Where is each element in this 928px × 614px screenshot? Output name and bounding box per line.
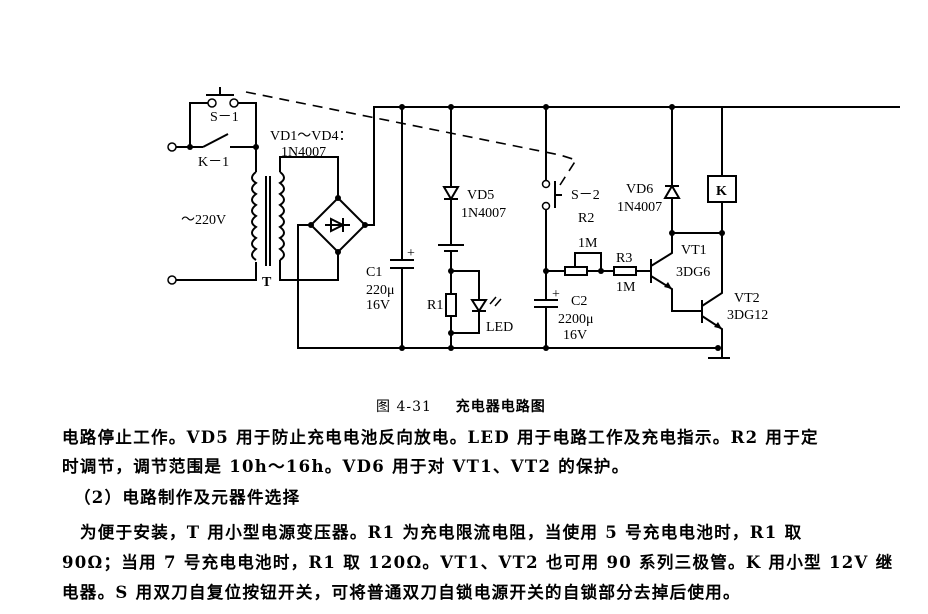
label-vt1-part: 3DG6 — [676, 265, 710, 280]
paragraph-2-line-3: 电器。S 用双刀自复位按钮开关，可将普通双刀自锁电源开关的自锁部分去掉后使用。 — [62, 583, 741, 602]
label-r2-name: R2 — [578, 211, 594, 226]
label-transformer: T — [262, 275, 272, 290]
paragraph-1-line-2: 时调节，调节范围是 10h～16h。VD6 用于对 VT1、VT2 的保护。 — [62, 457, 630, 476]
label-c2-plus: + — [552, 287, 560, 302]
label-vd5-name: VD5 — [467, 188, 494, 203]
label-r1: R1 — [427, 298, 443, 313]
label-k1: K－1 — [198, 155, 229, 170]
label-led: LED — [486, 320, 513, 335]
label-vt2-part: 3DG12 — [727, 308, 768, 323]
s2-c2-branch — [534, 104, 562, 351]
figure-number: 图 4-31 — [376, 399, 432, 415]
label-r3-value: 1M — [616, 280, 636, 295]
paragraph-1-line-1: 电路停止工作。VD5 用于防止充电电池反向放电。LED 用于电路工作及充电指示。… — [62, 428, 819, 447]
transformer — [251, 156, 339, 281]
label-s1: S－1 — [210, 110, 239, 125]
mains-input — [167, 87, 259, 285]
vd6-relay-branch — [663, 104, 737, 233]
label-s2: S－2 — [571, 188, 600, 203]
resistor-r3 — [613, 266, 637, 276]
bridge-rectifier — [297, 106, 900, 349]
label-c2-value: 2200μ — [558, 312, 594, 327]
label-mains-voltage: ～220V — [181, 213, 226, 228]
label-c2-name: C2 — [571, 294, 587, 309]
timing-resistors — [546, 252, 650, 276]
figure-title: 充电器电路图 — [455, 399, 546, 415]
label-c1-value: 220μ — [366, 283, 395, 298]
resistor-r1 — [445, 293, 457, 317]
k1-contact — [202, 133, 229, 148]
label-c1-voltage: 16V — [366, 298, 390, 313]
potentiometer-r2 — [564, 266, 588, 276]
label-bridge-part: 1N4007 — [281, 145, 326, 160]
label-r2-value: 1M — [578, 236, 598, 251]
label-vd5-part: 1N4007 — [461, 206, 506, 221]
label-c2-voltage: 16V — [563, 328, 587, 343]
paragraph-2-line-1: 为便于安装，T 用小型电源变压器。R1 为充电限流电阻，当使用 5 号充电电池时… — [80, 523, 803, 542]
label-vd6-part: 1N4007 — [617, 200, 662, 215]
charger-circuit-diagram: S－1 K－1 ～220V T VD1～VD4： 1N4007 C1 + 220… — [167, 87, 900, 359]
label-c1-plus: + — [407, 246, 415, 261]
label-relay: K — [716, 184, 727, 199]
diode-vd5-icon — [442, 186, 460, 201]
section-heading: （2）电路制作及元器件选择 — [74, 488, 301, 507]
capacitor-c1 — [390, 104, 414, 351]
darlington-pair — [650, 230, 730, 359]
paragraph-2-line-2: 90Ω；当用 7 号充电电池时，R1 取 120Ω。VT1、VT2 也可用 90… — [62, 553, 894, 572]
diode-vd6-icon — [663, 184, 681, 199]
mains-terminal-bottom — [167, 275, 177, 285]
vd5-branch — [438, 104, 502, 351]
label-c1-name: C1 — [366, 265, 382, 280]
label-r3-name: R3 — [616, 251, 632, 266]
led-icon — [470, 299, 488, 313]
label-bridge-name: VD1～VD4： — [270, 129, 352, 144]
label-vt2-name: VT2 — [734, 291, 760, 306]
figure-caption: 图 4-31 充电器电路图 — [376, 396, 546, 416]
label-vt1-name: VT1 — [681, 243, 707, 258]
label-vd6-name: VD6 — [626, 182, 653, 197]
mains-terminal-top — [167, 142, 177, 152]
